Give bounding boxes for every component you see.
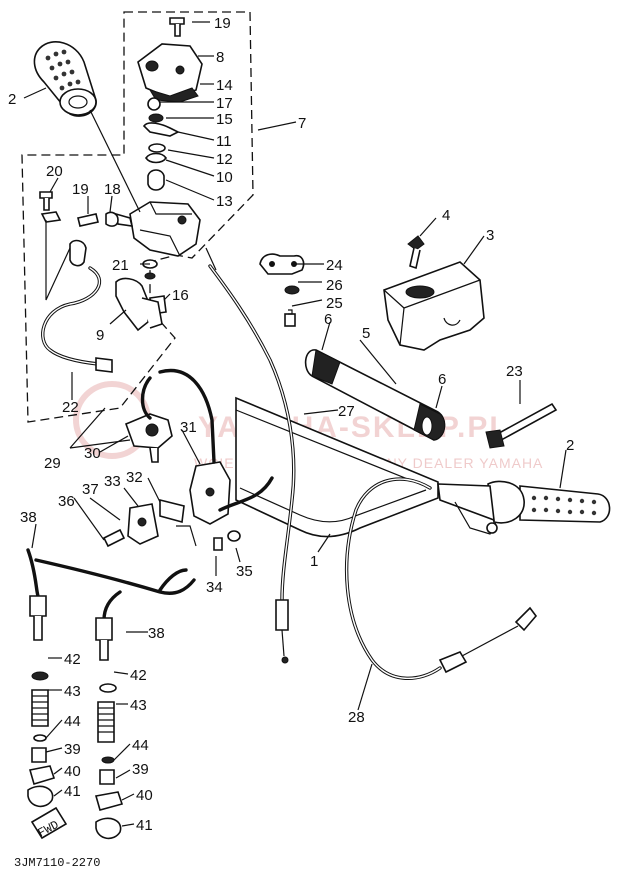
callout-19-left: 19 — [72, 181, 89, 198]
callout-4: 4 — [442, 207, 450, 224]
cable-22 — [41, 266, 102, 366]
switch-cable-top — [140, 376, 152, 420]
callout-36: 36 — [58, 493, 75, 510]
callout-13: 13 — [216, 193, 233, 210]
callout-15: 15 — [216, 111, 233, 128]
callout-21: 21 — [112, 257, 129, 274]
group-29-base — [69, 439, 131, 449]
callout-17: 17 — [216, 95, 233, 112]
screw-4 — [407, 235, 425, 270]
callout-26: 26 — [326, 277, 343, 294]
callout-5: 5 — [362, 325, 370, 342]
group-29-leader — [69, 407, 106, 449]
cable-tie — [485, 402, 558, 449]
switch-cable-loop — [158, 368, 216, 464]
callout-33: 33 — [104, 473, 121, 490]
callout-41-right: 41 — [136, 817, 153, 834]
switch-assembly — [102, 413, 241, 551]
clutch-cable — [344, 477, 538, 680]
bar-pad — [304, 349, 446, 441]
callout-3: 3 — [486, 227, 494, 244]
callout-28: 28 — [348, 709, 365, 726]
callout-44-right: 44 — [132, 737, 149, 754]
handlebar — [235, 396, 439, 538]
callout-10: 10 — [216, 169, 233, 186]
cable-22-end — [95, 357, 113, 373]
cover — [383, 261, 485, 351]
callout-11: 11 — [216, 133, 232, 150]
callout-41-left: 41 — [64, 783, 81, 800]
callout-20: 20 — [46, 163, 63, 180]
callout-27: 27 — [338, 403, 355, 420]
callout-37: 37 — [82, 481, 99, 498]
throttle-housing — [114, 201, 201, 257]
callout-6-right: 6 — [438, 371, 446, 388]
callout-16: 16 — [172, 287, 189, 304]
callout-14: 14 — [216, 77, 233, 94]
callout-40-right: 40 — [136, 787, 153, 804]
clamp-24 — [259, 253, 305, 275]
callout-2-right: 2 — [566, 437, 574, 454]
fwd-arrow: FWD — [30, 806, 68, 840]
diagram-code: 3JM7110-2270 — [14, 856, 100, 870]
callout-42-left: 42 — [64, 651, 81, 668]
throttle-parts — [137, 17, 203, 191]
callout-43-left: 43 — [64, 683, 81, 700]
left-small-parts — [39, 191, 119, 267]
bolt-25 — [284, 309, 296, 327]
adjuster-9 — [115, 277, 163, 332]
callout-38-right: 38 — [148, 625, 165, 642]
callout-38-left: 38 — [20, 509, 37, 526]
switch-cable-right — [218, 476, 274, 512]
callout-12: 12 — [216, 151, 233, 168]
callout-25: 25 — [326, 295, 343, 312]
callout-30: 30 — [84, 445, 101, 462]
callout-2-left: 2 — [8, 91, 16, 108]
throttle-cable — [205, 247, 296, 664]
nut-21 — [144, 272, 156, 280]
callout-7: 7 — [298, 115, 306, 132]
cable-38-left — [26, 548, 196, 808]
right-grip — [437, 480, 611, 535]
callout-numbers: 2 19 8 14 17 15 11 12 10 13 7 20 19 18 2… — [8, 15, 574, 834]
callout-39-right: 39 — [132, 761, 149, 778]
callout-35: 35 — [236, 563, 253, 580]
callout-8: 8 — [216, 49, 224, 66]
callout-31: 31 — [180, 419, 197, 436]
callout-43-right: 43 — [130, 697, 147, 714]
callout-39-left: 39 — [64, 741, 81, 758]
callout-44-left: 44 — [64, 713, 81, 730]
left-grip — [33, 41, 97, 117]
washer-26 — [284, 285, 300, 295]
callout-9: 9 — [96, 327, 104, 344]
callout-40-left: 40 — [64, 763, 81, 780]
cable-38-right — [94, 568, 188, 840]
callout-29: 29 — [44, 455, 61, 472]
callout-1: 1 — [310, 553, 318, 570]
callout-18: 18 — [104, 181, 121, 198]
callout-42-right: 42 — [130, 667, 147, 684]
callout-6-top: 6 — [324, 311, 332, 328]
callout-32: 32 — [126, 469, 143, 486]
callout-34: 34 — [206, 579, 223, 596]
leader-lines — [23, 21, 567, 827]
callout-19-top: 19 — [214, 15, 231, 32]
group-7-boundary — [21, 11, 254, 423]
callout-24: 24 — [326, 257, 343, 274]
callout-23: 23 — [506, 363, 523, 380]
callout-22: 22 — [62, 399, 79, 416]
